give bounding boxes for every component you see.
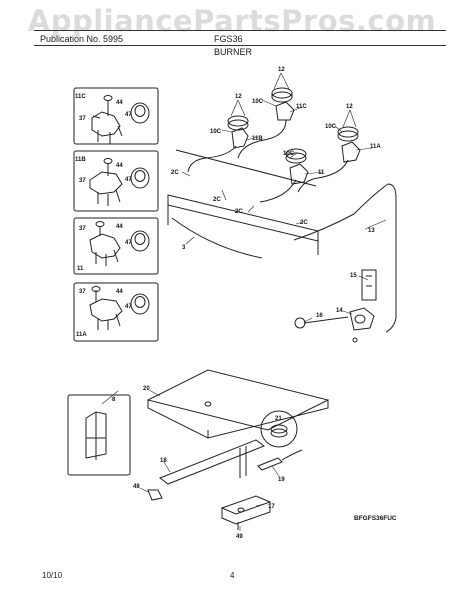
watermark: AppliancePartsPros.com	[27, 4, 437, 38]
header-rule-top	[34, 30, 446, 31]
callout-21: 21	[275, 416, 282, 422]
callout-47-a: 47	[125, 112, 132, 118]
callout-8: 8	[112, 397, 116, 403]
footer-date: 10/10	[42, 571, 63, 580]
callout-19: 19	[278, 477, 285, 483]
footer-page: 4	[230, 571, 235, 580]
callout-11c-main: 11C	[296, 104, 307, 110]
callout-16: 16	[316, 313, 323, 319]
callout-11a-main: 11A	[370, 144, 381, 150]
callout-11a: 11A	[76, 332, 87, 338]
inset-11a	[73, 282, 159, 342]
callout-10c-d: 10C	[283, 151, 295, 157]
callout-10c-c: 10C	[325, 124, 337, 130]
callout-15: 15	[350, 273, 357, 279]
callout-12-right: 12	[346, 104, 353, 110]
section-title: BURNER	[214, 47, 253, 57]
inset-11	[73, 217, 159, 275]
inset-8	[67, 394, 131, 476]
callout-11b-main: 11B	[252, 136, 263, 142]
publication-number: Publication No. 5995	[40, 34, 124, 44]
callout-13: 13	[368, 228, 375, 234]
callout-11b: 11B	[75, 157, 86, 163]
callout-14: 14	[336, 308, 343, 314]
callout-44-a: 44	[116, 100, 123, 106]
callout-2c-d: 2C	[300, 220, 308, 226]
diagram-code: BFGFS36FUC	[354, 515, 397, 522]
inset-21	[260, 410, 298, 448]
callout-37-b: 37	[79, 178, 86, 184]
inset-11c	[73, 87, 159, 145]
callout-12-left: 12	[235, 94, 242, 100]
burner-head-top	[271, 87, 293, 103]
callout-37-d: 37	[79, 289, 86, 295]
callout-37-c: 37	[79, 226, 86, 232]
callout-37-a: 37	[79, 116, 86, 122]
callout-18: 18	[160, 458, 167, 464]
callout-44-d: 44	[116, 289, 123, 295]
model-number: FGS36	[214, 34, 243, 44]
callout-48: 48	[133, 484, 140, 490]
burner-head-right	[337, 126, 359, 142]
callout-3: 3	[182, 245, 186, 251]
callout-47-b: 47	[125, 177, 132, 183]
callout-44-b: 44	[116, 163, 123, 169]
callout-20: 20	[143, 386, 150, 392]
callout-11-main: 11	[318, 170, 325, 176]
callout-11: 11	[77, 266, 84, 272]
callout-2c-b: 2C	[213, 197, 221, 203]
burner-head-front	[285, 148, 307, 164]
callout-2c-c: 2C	[235, 209, 243, 215]
burner-head-left	[227, 115, 249, 131]
callout-47-c: 47	[125, 240, 132, 246]
header-rule-bottom	[34, 45, 446, 46]
callout-49: 49	[236, 534, 243, 540]
callout-10c-b: 10C	[210, 129, 222, 135]
callout-47-d: 47	[125, 304, 132, 310]
callout-11c: 11C	[75, 94, 86, 100]
callout-44-c: 44	[116, 224, 123, 230]
callout-17: 17	[268, 504, 275, 510]
callout-12-top: 12	[278, 67, 285, 73]
callout-2c-a: 2C	[171, 170, 179, 176]
inset-11b	[73, 150, 159, 212]
callout-10c-a: 10C	[252, 99, 264, 105]
